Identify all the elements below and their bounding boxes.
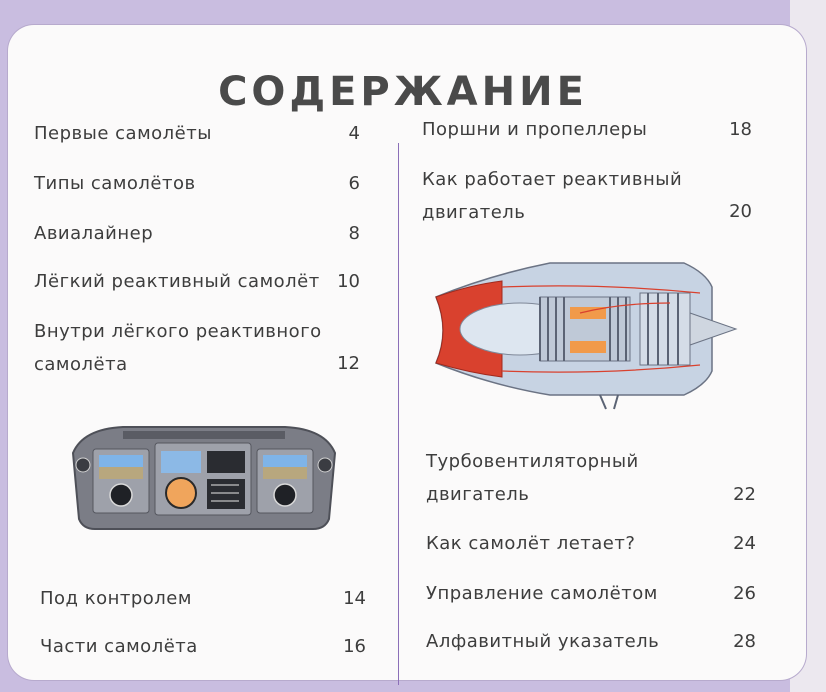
toc-entry-airliner[interactable]: Авиалайнер: [34, 217, 153, 250]
toc-page-number: 12: [337, 353, 360, 374]
toc-entry-label-continued: самолёта: [34, 354, 128, 375]
toc-entry-label: Под контролем: [40, 588, 192, 609]
toc-entry-label: Алфавитный указатель: [426, 631, 660, 652]
toc-entry-label: Лёгкий реактивный самолёт: [34, 271, 320, 292]
page-title: СОДЕРЖАНИЕ: [218, 69, 588, 115]
toc-entry-label: Поршни и пропеллеры: [422, 119, 648, 140]
cockpit-illustration: [71, 426, 337, 530]
toc-entry-how-jet-works[interactable]: Как работает реактивный двигатель: [422, 163, 682, 229]
toc-entry-turbofan[interactable]: Турбовентиляторный двигатель: [426, 445, 639, 511]
toc-page-number: 26: [733, 583, 756, 604]
toc-entry-label-continued: двигатель: [422, 202, 526, 223]
toc-page-number: 6: [348, 173, 360, 194]
toc-page-number: 10: [337, 271, 360, 292]
toc-page-number: 8: [348, 223, 360, 244]
toc-entry-flight-control[interactable]: Управление самолётом: [426, 577, 658, 610]
toc-page-number: 24: [733, 533, 756, 554]
toc-entry-index[interactable]: Алфавитный указатель: [426, 625, 659, 658]
toc-entry-label: Типы самолётов: [34, 173, 196, 194]
toc-page-number: 22: [733, 484, 756, 505]
toc-entry-how-plane-flies[interactable]: Как самолёт летает?: [426, 527, 635, 560]
toc-entry-under-control[interactable]: Под контролем: [40, 582, 192, 615]
toc-entry-pistons-propellers[interactable]: Поршни и пропеллеры: [422, 113, 647, 146]
toc-entry-label: Внутри лёгкого реактивного: [34, 321, 322, 342]
toc-page-number: 18: [729, 119, 752, 140]
toc-page-number: 28: [733, 631, 756, 652]
toc-entry-plane-types[interactable]: Типы самолётов: [34, 167, 196, 200]
toc-entry-label: Как работает реактивный: [422, 169, 683, 190]
toc-entry-label: Турбовентиляторный: [426, 451, 639, 472]
toc-entry-label: Управление самолётом: [426, 583, 658, 604]
toc-entry-label: Как самолёт летает?: [426, 533, 636, 554]
toc-entry-label: Авиалайнер: [34, 223, 154, 244]
toc-entry-label: Части самолёта: [40, 636, 198, 657]
jet-engine-illustration: [435, 262, 738, 410]
toc-page-number: 16: [343, 636, 366, 657]
toc-page-number: 14: [343, 588, 366, 609]
toc-entry-plane-parts[interactable]: Части самолёта: [40, 630, 198, 663]
toc-entry-inside-light-jet[interactable]: Внутри лёгкого реактивного самолёта: [34, 315, 322, 381]
toc-page-number: 20: [729, 201, 752, 222]
toc-page-number: 4: [348, 123, 360, 144]
toc-entry-first-planes[interactable]: Первые самолёты: [34, 117, 212, 150]
column-divider: [398, 143, 399, 685]
toc-entry-label: Первые самолёты: [34, 123, 212, 144]
toc-entry-light-jet[interactable]: Лёгкий реактивный самолёт: [34, 265, 320, 298]
toc-entry-label-continued: двигатель: [426, 484, 530, 505]
contents-panel: СОДЕРЖАНИЕ Первые самолёты 4 Типы самолё…: [8, 25, 806, 685]
